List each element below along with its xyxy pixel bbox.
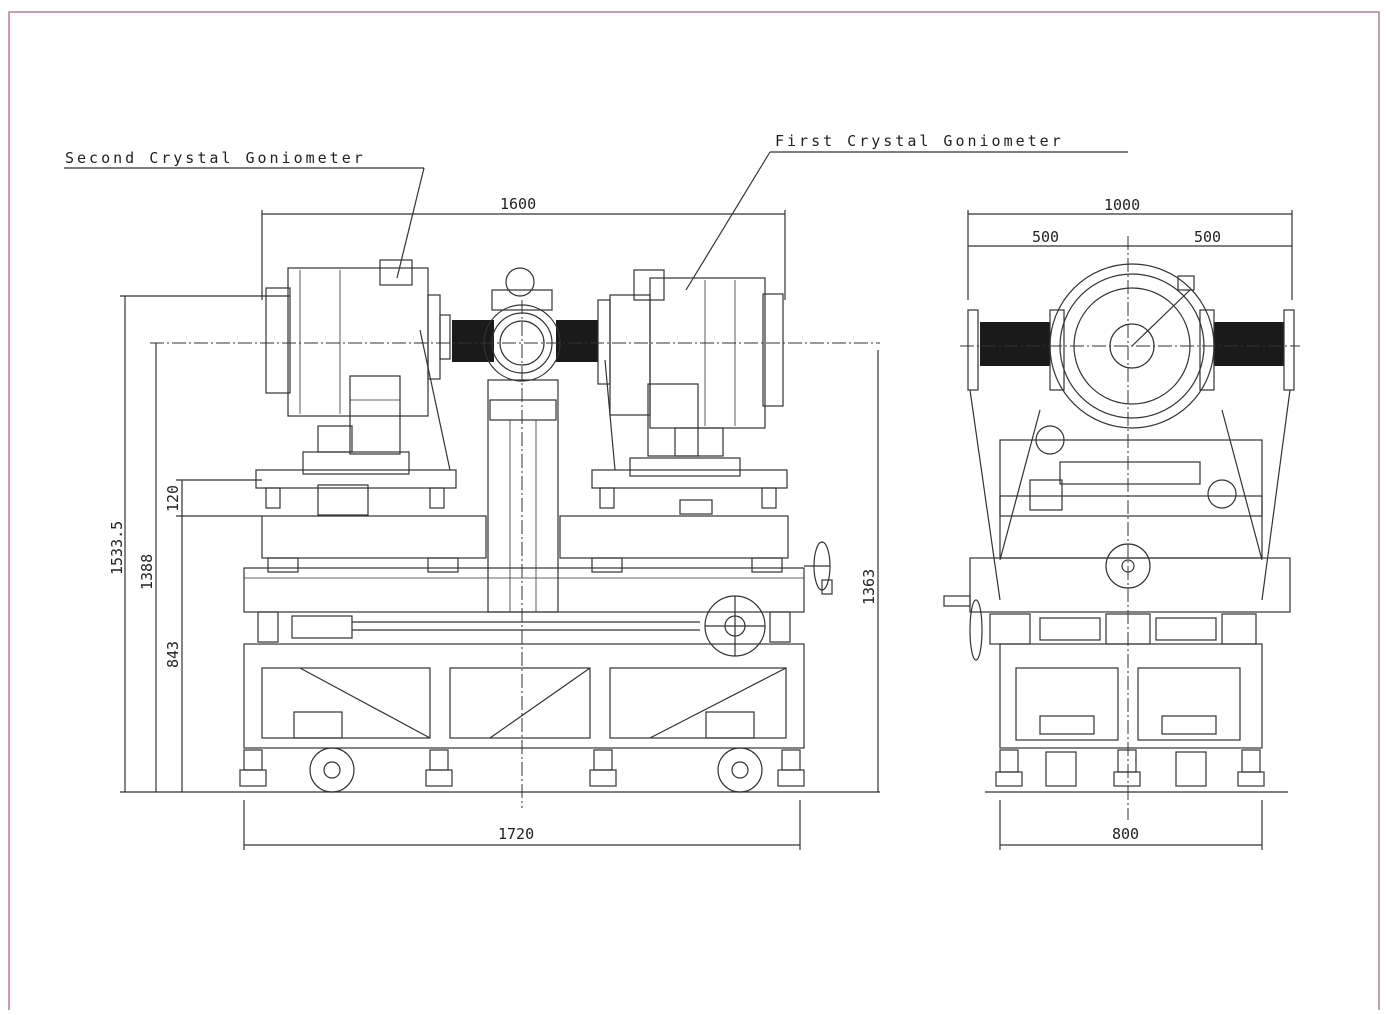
first-crystal-label: First Crystal Goniometer: [775, 132, 1064, 150]
middle-slab-right: [559, 515, 789, 559]
dim-front-base-width: 1720: [498, 825, 534, 843]
right-upper-plate: [591, 469, 788, 489]
middle-slab-left: [261, 515, 487, 559]
dim-height-stage: 120: [164, 485, 182, 512]
side-dimensions: 1000 500 500 800: [967, 196, 1293, 850]
dim-front-top-width: 1600: [500, 195, 536, 213]
right-shaft: [556, 320, 598, 362]
first-crystal-goniometer: [597, 269, 784, 477]
dim-side-half-left: 500: [1032, 228, 1059, 246]
side-right-coil: [1214, 322, 1284, 366]
dim-height-axis: 1388: [138, 554, 156, 590]
front-view: [120, 259, 880, 808]
side-drive: [943, 595, 1257, 661]
second-crystal-callout: Second Crystal Goniometer: [64, 149, 425, 279]
second-crystal-goniometer: [265, 259, 451, 475]
left-upper-plate: [255, 469, 457, 489]
table-top: [243, 567, 805, 613]
dim-height-right: 1363: [860, 569, 878, 605]
dim-height-table: 843: [164, 641, 182, 668]
side-frame: [969, 389, 1291, 613]
dim-height-total: 1533.5: [108, 521, 126, 575]
side-view: [943, 236, 1300, 820]
dim-side-half-right: 500: [1194, 228, 1221, 246]
dim-side-base-width: 800: [1112, 825, 1139, 843]
base-frame: [243, 643, 805, 749]
first-crystal-callout: First Crystal Goniometer: [685, 132, 1128, 291]
side-base: [995, 643, 1265, 787]
side-left-coil: [980, 322, 1050, 366]
dim-side-top-width: 1000: [1104, 196, 1140, 214]
drive-shaft: [257, 595, 791, 657]
front-feet: [239, 747, 805, 793]
plate-feet: [265, 484, 777, 516]
front-dimensions: 1600 1720 1533.5 1388 843 120 1363: [108, 195, 879, 850]
slab-blocks: [267, 557, 783, 573]
side-handwheel: [804, 541, 833, 595]
second-crystal-label: Second Crystal Goniometer: [65, 149, 366, 167]
